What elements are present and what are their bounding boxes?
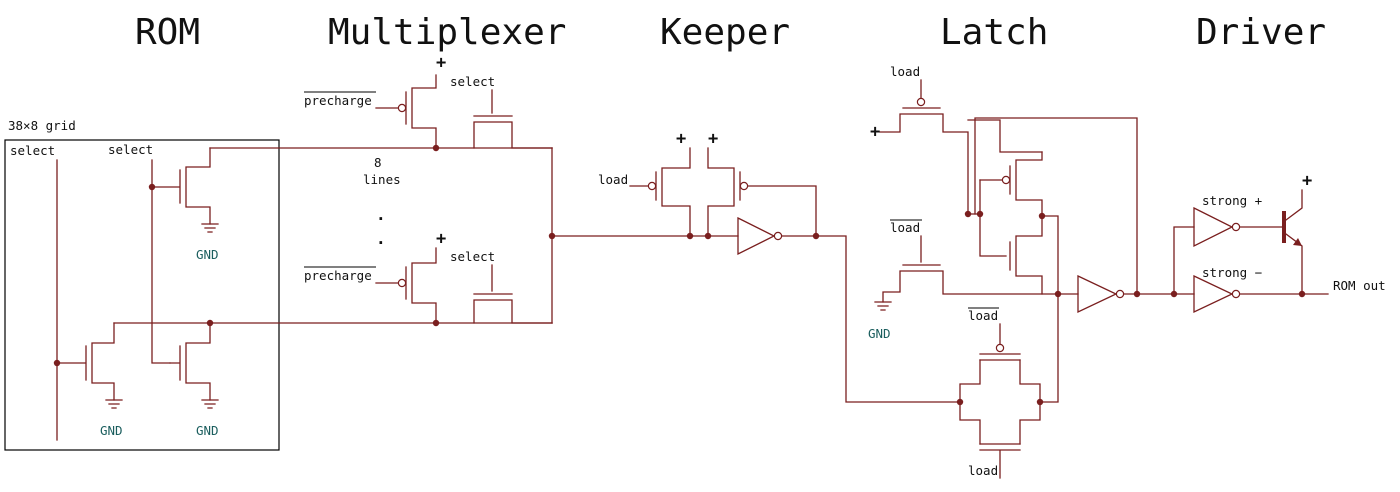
latch-pmos-bubble [1001,175,1011,185]
latch-load-bottom-label: load [968,463,998,478]
title-latch: Latch [940,12,1048,53]
rom-grid-box [4,139,280,451]
driver-plus: + [1302,171,1312,191]
mux-ellipsis-dot: . [376,205,386,224]
mux-precharge-top-label: precharge [304,93,372,108]
latch-load-top-label: load [890,64,920,79]
mux-select-bottom-label: select [450,249,495,264]
rom-grid-label: 38×8 grid [8,118,76,133]
keeper-feedback-bubble [739,181,749,191]
rom-junction [148,183,156,191]
title-keeper: Keeper [660,12,790,53]
mux-lines-label: lines [363,172,401,187]
mux-ellipsis-dot: . [376,229,386,248]
latch-feedback-wire [974,117,1138,295]
section-titles: ROM Multiplexer Keeper Latch Driver [135,12,1326,53]
mux-precharge-bottom-label: precharge [304,268,372,283]
keeper-junction [704,232,712,240]
keeper-junction [686,232,694,240]
latch-tg-bubble [995,343,1005,353]
mux-precharge-bottom-bubble [397,278,407,288]
rom-nmos-bottom-right [169,322,219,409]
latch-junction [964,210,972,218]
mux-precharge-top-bubble [397,103,407,113]
keeper-section: load + + [598,129,961,403]
driver-strong-plus-label: strong + [1202,193,1262,208]
driver-bubble [1231,222,1241,232]
latch-top-rail [967,119,1043,153]
latch-gnd: GND [868,326,891,341]
mux-plus-top: + [436,53,446,73]
rom-nmos-bottom-left [56,322,123,409]
keeper-load-bubble [647,181,657,191]
latch-inverter-bubble [1115,289,1125,299]
mux-junction [432,319,440,327]
rom-section: 38×8 grid select select GND GND GND [4,118,553,451]
latch-load-top-bubble [916,97,926,107]
title-multiplexer: Multiplexer [328,12,566,53]
rom-select-right-label: select [108,142,153,157]
keeper-plus-right: + [708,129,718,149]
driver-rom-out-label: ROM out [1333,278,1386,293]
driver-section: strong + strong − + ROM out [1170,171,1386,314]
latch-load-bar-tg-label: load [968,308,998,323]
latch-plus: + [870,122,880,142]
keeper-inverter-bubble [773,231,783,241]
rom-gnd-bottom-right: GND [196,423,219,438]
rom-junction [206,319,214,327]
mux-junction [432,144,440,152]
latch-junction [1133,290,1141,298]
title-rom: ROM [135,12,200,53]
driver-strong-minus-label: strong − [1202,265,1262,280]
latch-inverter [1077,274,1118,314]
rom-select-left-label: select [10,143,55,158]
mux-plus-bottom: + [436,229,446,249]
rom-junction [53,359,61,367]
keeper-plus-left: + [676,129,686,149]
rom-gnd-bottom-left: GND [100,423,123,438]
mux-select-top-label: select [450,74,495,89]
title-driver: Driver [1196,12,1326,53]
latch-load-bar-mid-label: load [890,220,920,235]
latch-gate-wiring [967,179,1007,257]
rom-gnd-top: GND [196,247,219,262]
latch-section: load + load GND load load [868,64,1195,479]
keeper-load-label: load [598,172,628,187]
driver-inverter-strong-minus [1193,274,1234,314]
driver-bubble [1231,289,1241,299]
mux-lines-count: 8 [374,155,382,170]
rom-select-line-right [151,159,171,364]
latch-junction [956,398,964,406]
driver-bjt-arrow [1293,238,1302,246]
latch-tg-nmos-gate [979,443,1021,479]
rom-nmos-top [151,147,219,233]
driver-inverter-strong-plus [1193,206,1234,248]
multiplexer-section: precharge + select 8 lines . . precharge… [304,53,739,327]
latch-junction [976,210,984,218]
keeper-inverter [737,216,776,256]
keeper-to-latch-wire [781,235,961,403]
keeper-junction [812,232,820,240]
